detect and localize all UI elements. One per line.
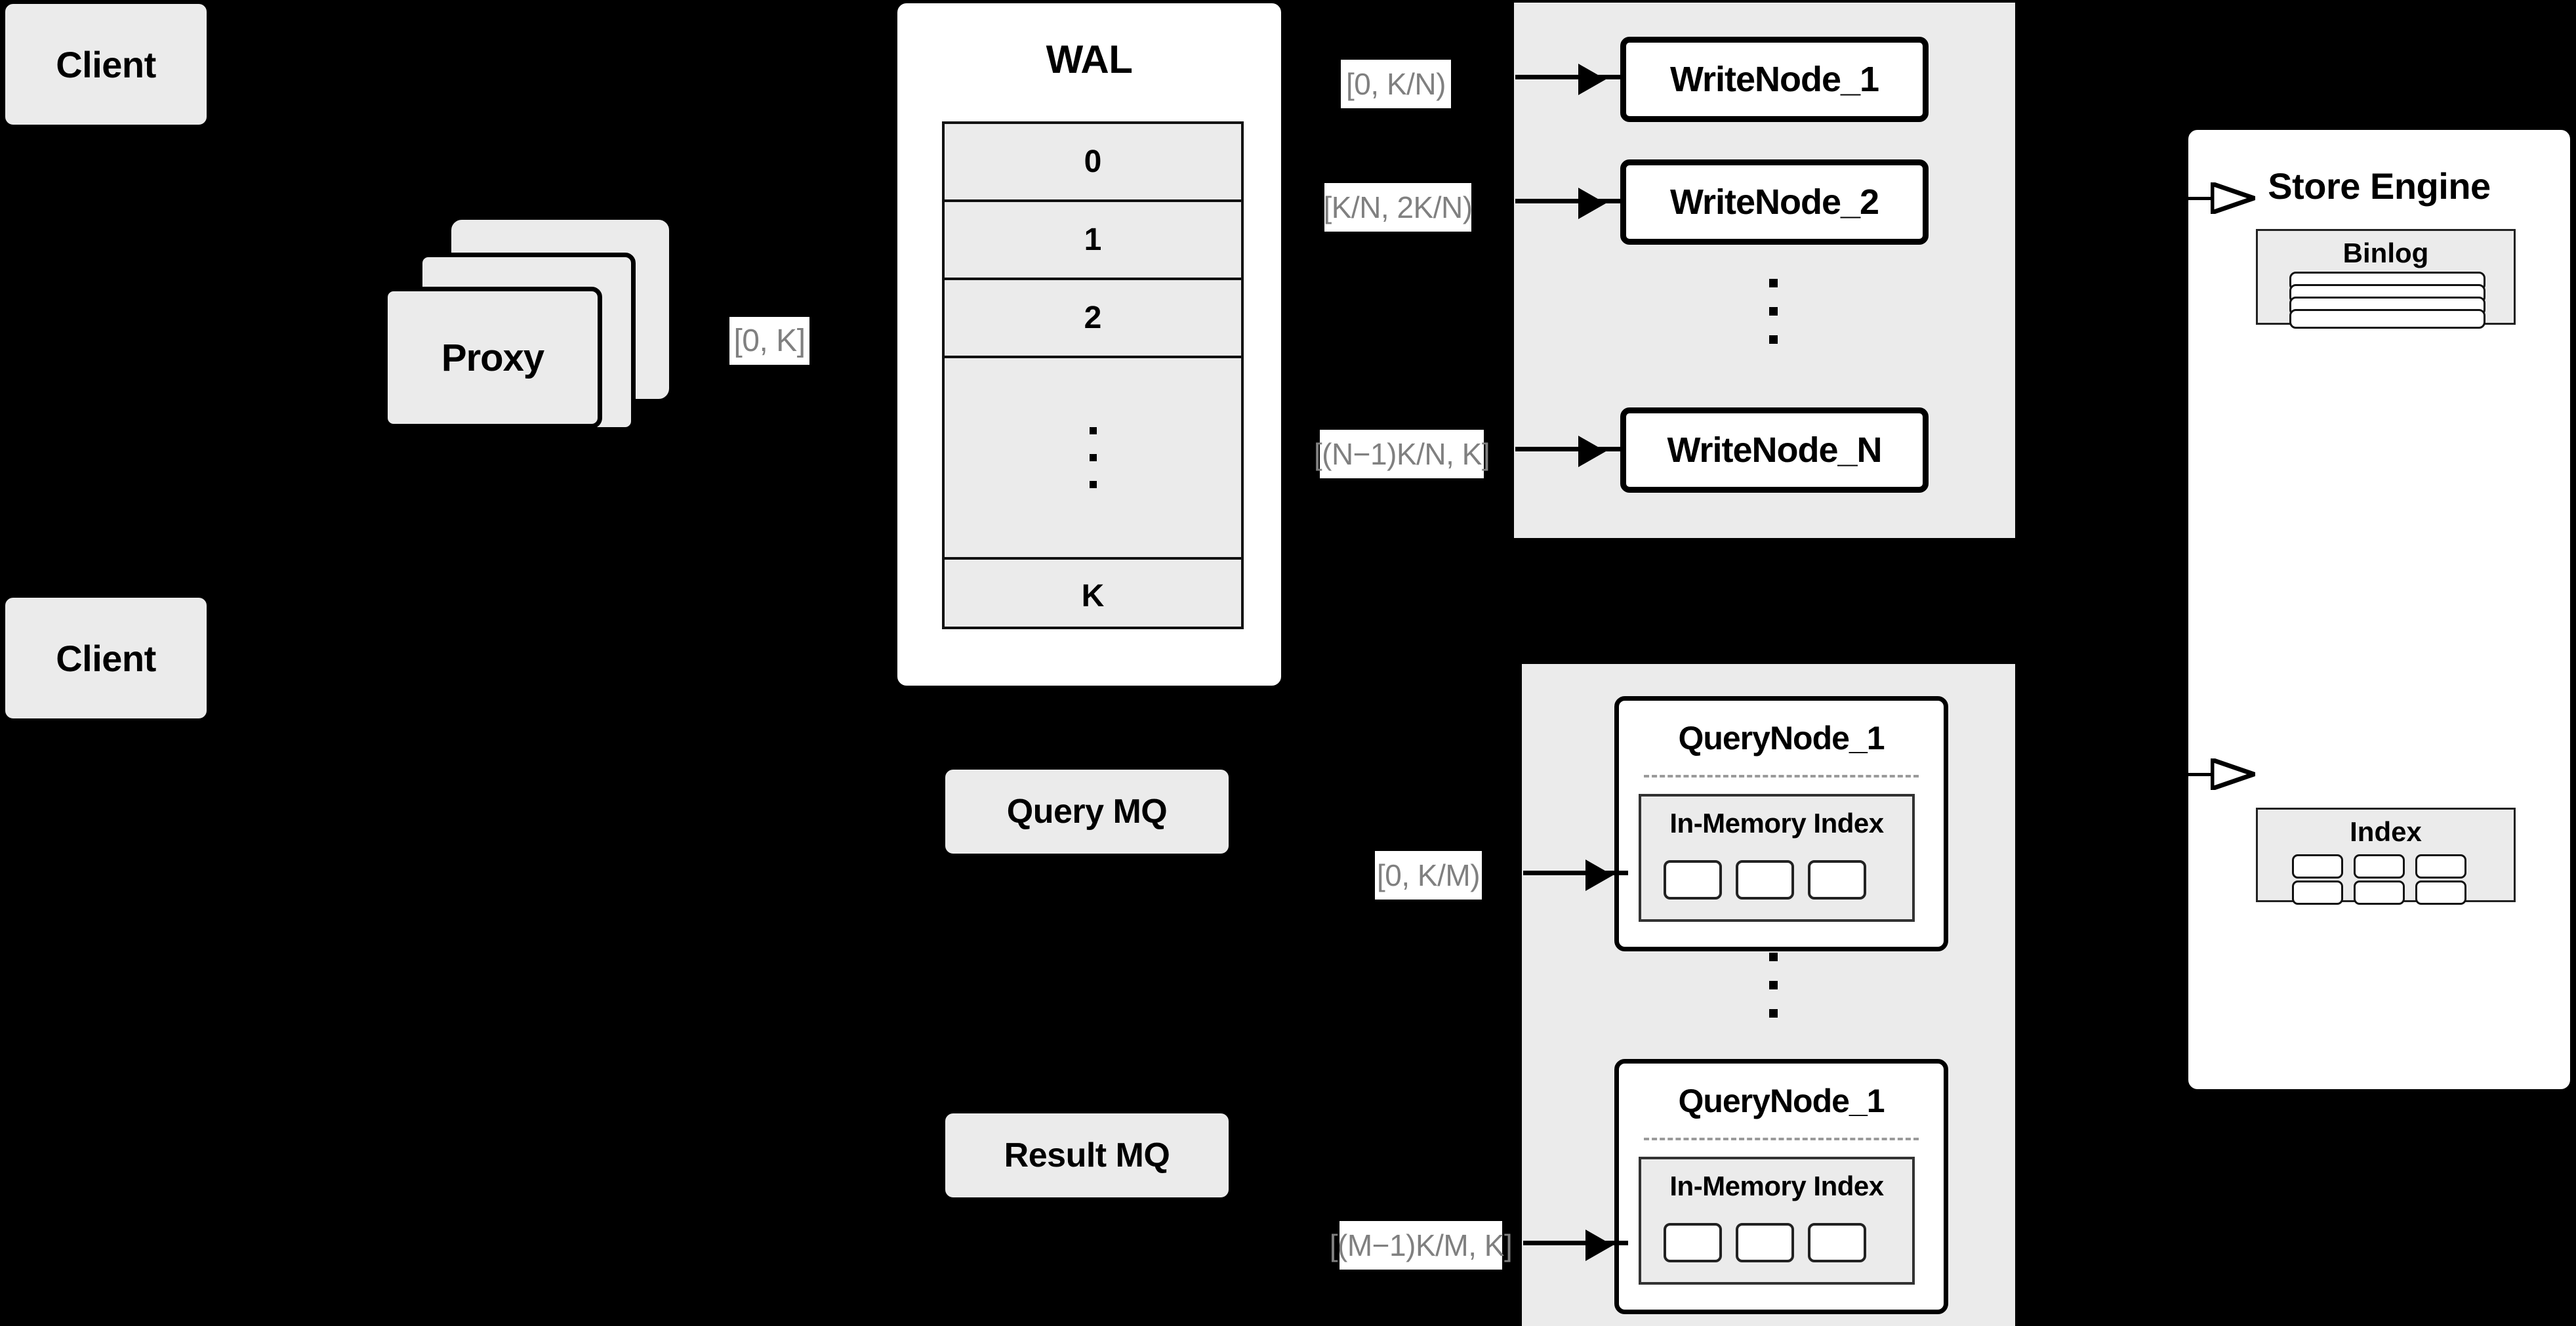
write-node-n-arrow-line	[1515, 447, 1622, 451]
query-node-2-label: QueryNode_1	[1678, 1083, 1885, 1119]
store-index-arrow-line	[2188, 773, 2215, 776]
query-node-1-range-label: [0, K/M)	[1375, 851, 1482, 900]
query-node-2-inmemory-index-title: In-Memory Index	[1669, 1171, 1884, 1201]
store-index-title: Index	[2350, 816, 2422, 847]
query-node-ellipsis	[1769, 953, 1778, 1018]
write-node-2-range-label: [K/N, 2K/N)	[1323, 183, 1473, 232]
write-node-n[interactable]: WriteNode_N	[1620, 407, 1929, 493]
write-node-2-label: WriteNode_2	[1669, 182, 1879, 222]
query-node-2-separator	[1644, 1138, 1919, 1140]
query-node-1-index-chip-1[interactable]	[1664, 860, 1722, 900]
store-index-chip-4	[2292, 881, 2343, 905]
binlog-bar-4	[2289, 309, 2485, 329]
write-node-1-arrow-head	[1578, 64, 1606, 95]
client-node-2[interactable]: Client	[5, 598, 207, 718]
binlog-panel: Binlog	[2256, 229, 2516, 329]
query-node-1-index-chip-3[interactable]	[1808, 860, 1866, 900]
query-node-2-index-chip-1[interactable]	[1664, 1223, 1722, 1262]
result-mq-label: Result MQ	[1004, 1136, 1170, 1174]
wal-cell-0: 0	[945, 124, 1241, 202]
wal-title: WAL	[1046, 37, 1133, 81]
write-node-n-range-label: [(N−1)K/N, K]	[1314, 430, 1490, 478]
store-index-panel: Index	[2256, 808, 2516, 905]
store-engine-title: Store Engine	[2268, 165, 2491, 207]
query-node-2-inmemory-index: In-Memory Index	[1639, 1157, 1915, 1285]
store-index-chip-1	[2292, 854, 2343, 879]
query-node-2-index-chip-2[interactable]	[1736, 1223, 1794, 1262]
write-node-1-label: WriteNode_1	[1669, 60, 1879, 99]
store-index-chip-3	[2415, 854, 2466, 879]
proxy-node[interactable]: Proxy	[383, 287, 602, 428]
wal-cell-k: K	[1081, 578, 1105, 613]
store-engine-panel: Store Engine Binlog Index	[2188, 130, 2570, 1089]
store-index-chip-2	[2354, 854, 2405, 879]
client-node-2-label: Client	[56, 637, 156, 679]
write-node-2[interactable]: WriteNode_2	[1620, 159, 1929, 245]
wal-cell-2: 2	[945, 280, 1241, 358]
proxy-range-label: [0, K]	[729, 317, 809, 365]
query-node-1[interactable]: QueryNode_1 In-Memory Index	[1614, 696, 1948, 951]
write-node-2-arrow-head	[1578, 188, 1606, 219]
write-node-n-label: WriteNode_N	[1667, 430, 1882, 470]
client-node-1-label: Client	[56, 43, 156, 85]
wal-cell-ellipsis	[945, 358, 1241, 560]
query-node-1-arrow-head	[1585, 860, 1613, 891]
query-mq-label: Query MQ	[1006, 793, 1168, 831]
query-node-1-label: QueryNode_1	[1678, 720, 1885, 756]
wal-cell-1: 1	[945, 202, 1241, 280]
query-node-1-inmemory-index-title: In-Memory Index	[1669, 808, 1884, 839]
query-node-2-arrow-head	[1585, 1230, 1613, 1261]
query-node-2[interactable]: QueryNode_1 In-Memory Index	[1614, 1059, 1948, 1314]
query-node-1-inmemory-index: In-Memory Index	[1639, 794, 1915, 922]
query-node-1-index-chip-2[interactable]	[1736, 860, 1794, 900]
binlog-arrow-line	[2188, 197, 2215, 200]
result-mq-node[interactable]: Result MQ	[945, 1113, 1229, 1197]
write-node-n-arrow-head	[1578, 436, 1606, 467]
write-node-1[interactable]: WriteNode_1	[1620, 37, 1929, 122]
query-mq-node[interactable]: Query MQ	[945, 770, 1229, 854]
store-index-chip-5	[2354, 881, 2405, 905]
query-node-2-index-chip-3[interactable]	[1808, 1223, 1866, 1262]
wal-table: 0 1 2 K	[942, 121, 1244, 629]
proxy-label: Proxy	[441, 336, 544, 379]
binlog-title: Binlog	[2342, 238, 2429, 268]
query-node-1-separator	[1644, 775, 1919, 777]
write-node-1-range-label: [0, K/N)	[1341, 60, 1451, 108]
write-node-ellipsis	[1769, 279, 1778, 344]
store-index-chip-6	[2415, 881, 2466, 905]
query-node-2-arrow-line	[1523, 1241, 1628, 1245]
write-node-1-arrow-line	[1515, 75, 1622, 79]
query-node-1-arrow-line	[1523, 871, 1628, 875]
write-node-2-arrow-line	[1515, 199, 1622, 203]
query-node-2-range-label: [(M−1)K/M, K]	[1330, 1221, 1513, 1270]
client-node-1[interactable]: Client	[5, 4, 207, 125]
